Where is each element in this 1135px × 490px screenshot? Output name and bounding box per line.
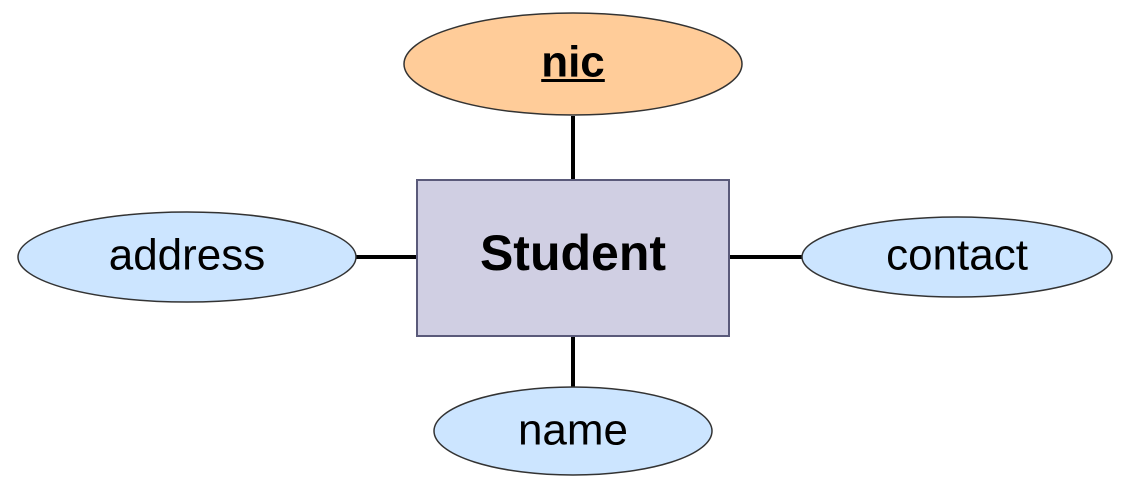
- attribute-label-contact: contact: [886, 231, 1028, 280]
- attribute-label-address: address: [109, 231, 266, 280]
- attribute-label-name: name: [518, 406, 628, 455]
- attribute-label-nic: nic: [541, 38, 605, 87]
- attribute-nic[interactable]: nic: [403, 12, 743, 116]
- entity-label: Student: [480, 225, 666, 281]
- attribute-ellipse-nic: [403, 12, 743, 116]
- attribute-contact[interactable]: contact: [801, 216, 1113, 298]
- entity-box: [416, 179, 730, 337]
- attribute-ellipse-contact: [801, 216, 1113, 298]
- attribute-address[interactable]: address: [17, 211, 357, 303]
- attribute-name[interactable]: name: [433, 386, 713, 476]
- entity-student[interactable]: Student: [416, 179, 730, 337]
- attribute-ellipse-name: [433, 386, 713, 476]
- attribute-ellipse-address: [17, 211, 357, 303]
